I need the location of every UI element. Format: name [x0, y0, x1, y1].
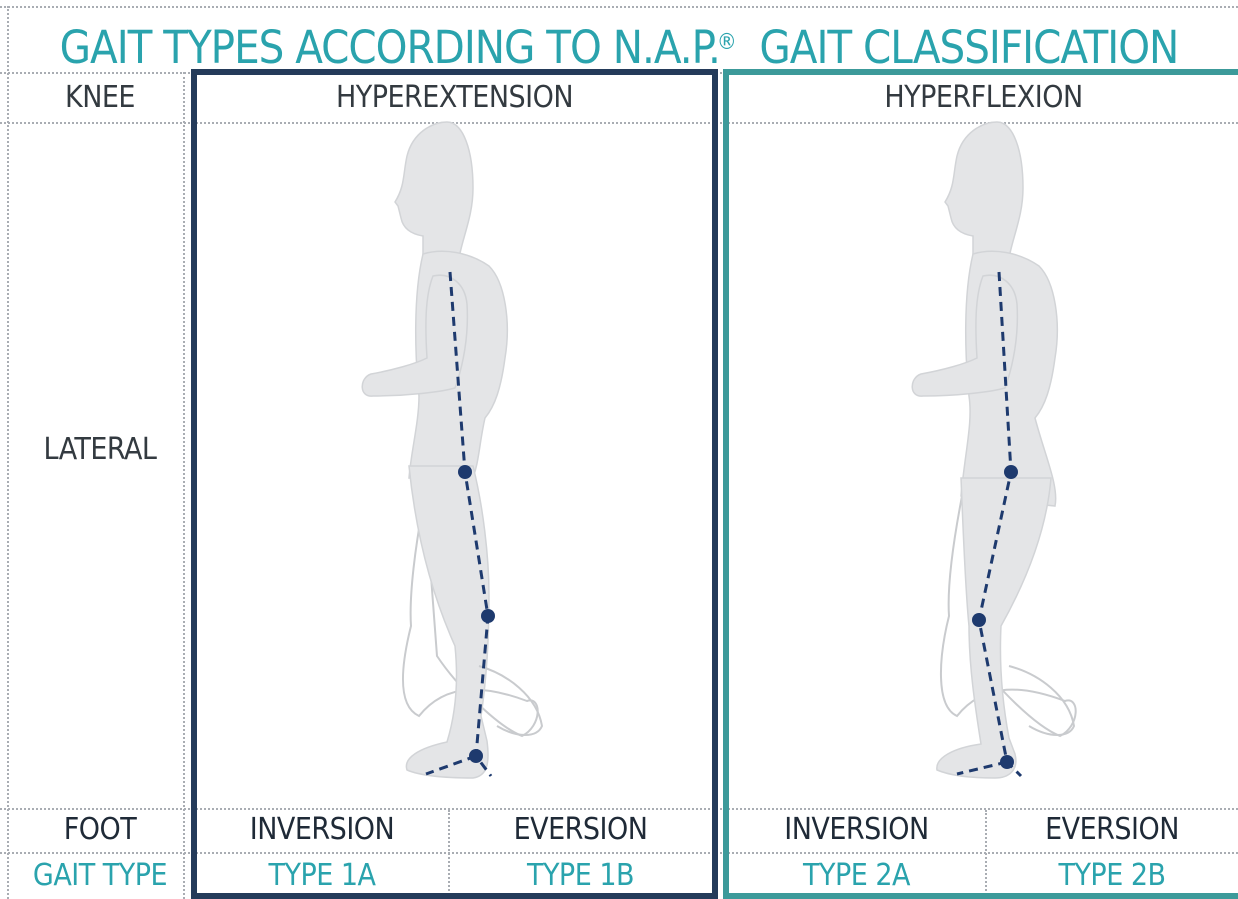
knee-hyperflexion-label: HYPERFLEXION	[729, 78, 1238, 118]
row-label-lateral: LATERAL	[25, 430, 175, 470]
grid-line-left	[7, 6, 9, 899]
walking-figure-hyperextension-icon	[197, 126, 712, 806]
row-label-gait-type: GAIT TYPE	[15, 856, 185, 896]
foot-eversion-2: EVERSION	[986, 810, 1238, 850]
chart-title: GAIT TYPES ACCORDING TO N.A.P.® GAIT CLA…	[0, 12, 1238, 74]
foot-eversion-1: EVERSION	[449, 810, 712, 850]
walking-figure-hyperflexion-icon	[729, 126, 1238, 806]
row-label-foot: FOOT	[25, 810, 175, 850]
knee-hyperextension-label: HYPEREXTENSION	[197, 78, 712, 118]
row-label-knee: KNEE	[30, 78, 170, 118]
gait-type-2a: TYPE 2A	[729, 856, 984, 896]
foot-inversion-1: INVERSION	[197, 810, 447, 850]
grid-line-label-column	[183, 72, 185, 899]
grid-line-top	[0, 6, 1238, 8]
gait-type-2b: TYPE 2B	[986, 856, 1238, 896]
foot-inversion-2: INVERSION	[729, 810, 984, 850]
gait-type-1b: TYPE 1B	[449, 856, 712, 896]
gait-type-1a: TYPE 1A	[197, 856, 447, 896]
